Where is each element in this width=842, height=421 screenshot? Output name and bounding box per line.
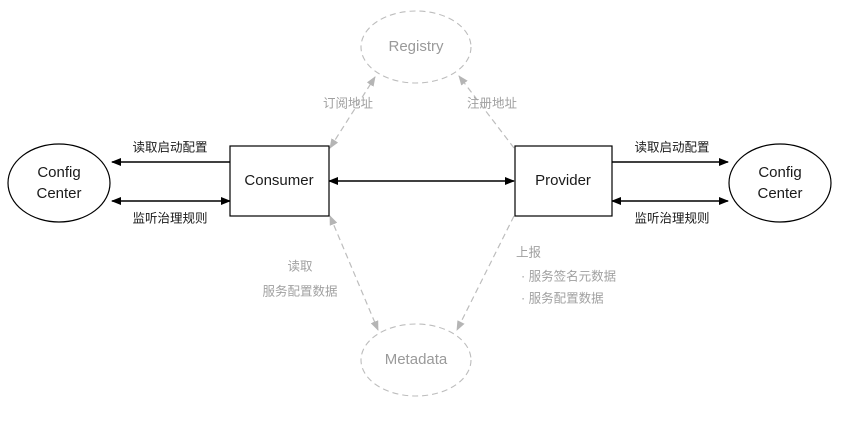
edge-provider-config-top: 读取启动配置 [612, 140, 729, 166]
config-center-left-label-line2: Center [36, 185, 81, 202]
edge-label-provider-registry: 注册地址 [467, 95, 518, 110]
provider-rect [514, 145, 613, 217]
edge-label-consumer-metadata-line1: 读取 [287, 259, 313, 273]
config-center-right-label-line1: Config [758, 164, 801, 181]
edge-label-consumer-registry: 订阅地址 [323, 96, 374, 110]
node-config-center-left[interactable]: Config Center [7, 143, 111, 223]
edge-consumer-config-top: 读取启动配置 [111, 140, 230, 166]
edge-label-consumer-config-top: 读取启动配置 [132, 140, 207, 154]
edge-provider-registry: 注册地址 [458, 75, 518, 149]
config-center-right-ellipse [728, 143, 832, 223]
metadata-ellipse [360, 323, 472, 397]
node-metadata[interactable]: Metadata [360, 323, 472, 397]
edge-label-consumer-metadata-line2: 服务配置数据 [262, 283, 337, 298]
edge-label-provider-metadata-line2: · 服务签名元数据 [521, 268, 616, 283]
edge-label-provider-metadata-line3: · 服务配置数据 [521, 290, 604, 305]
edge-consumer-config-bottom: 监听治理规则 [111, 197, 231, 225]
config-center-left-ellipse [7, 143, 111, 223]
edge-label-provider-metadata-line1: 上报 [516, 244, 542, 259]
edge-label-provider-config-bottom: 监听治理规则 [634, 210, 709, 225]
edge-provider-config-bottom: 监听治理规则 [611, 197, 729, 225]
provider-label: Provider [535, 172, 591, 189]
node-config-center-right[interactable]: Config Center [728, 143, 832, 223]
metadata-label: Metadata [385, 351, 448, 368]
config-center-right-label-line2: Center [757, 185, 802, 202]
consumer-label: Consumer [244, 172, 313, 189]
edge-provider-metadata: 上报 · 服务签名元数据 · 服务配置数据 [456, 215, 616, 331]
edge-label-provider-config-top: 读取启动配置 [634, 140, 709, 154]
registry-label: Registry [388, 38, 444, 55]
consumer-rect [229, 145, 330, 217]
node-consumer[interactable]: Consumer [229, 145, 330, 217]
registry-ellipse [360, 10, 472, 84]
edge-consumer-registry: 订阅地址 [323, 76, 376, 149]
node-registry[interactable]: Registry [360, 10, 472, 84]
edge-label-consumer-config-bottom: 监听治理规则 [132, 210, 207, 225]
edge-consumer-metadata: 读取 服务配置数据 [262, 215, 379, 331]
config-center-left-label-line1: Config [37, 164, 80, 181]
node-provider[interactable]: Provider [514, 145, 613, 217]
